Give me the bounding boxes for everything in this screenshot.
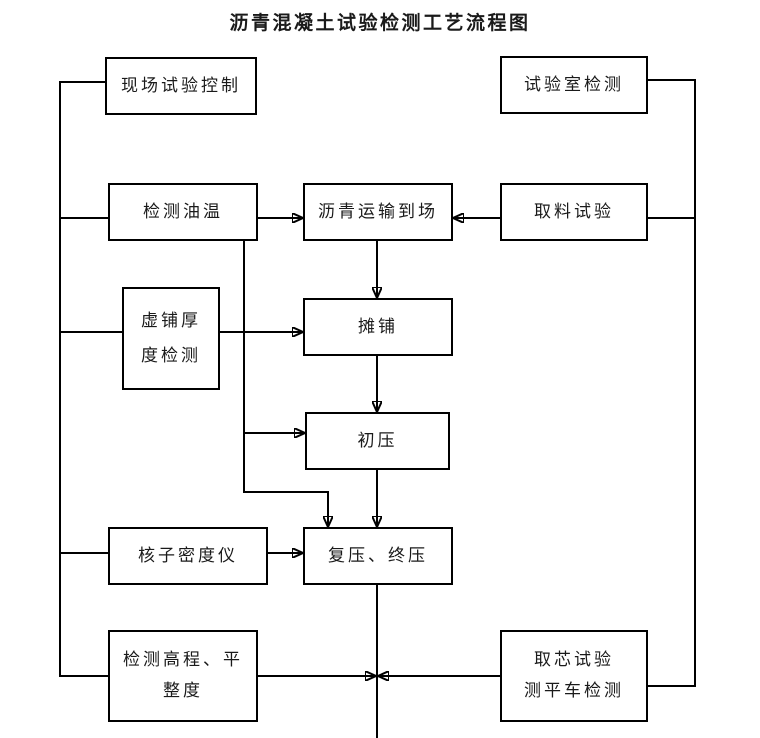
node-site-test-control: 现场试验控制 xyxy=(105,57,257,115)
node-final-compaction-label: 复压、终压 xyxy=(328,545,428,566)
node-core-sampling-line1: 取芯试验 xyxy=(534,650,614,671)
node-elevation-flatness-check: 检测高程、平 整度 xyxy=(108,630,258,722)
node-nuclear-density-gauge-label: 核子密度仪 xyxy=(138,545,238,566)
right-rail xyxy=(648,79,696,687)
node-loose-thickness-line2: 度检测 xyxy=(141,345,201,366)
node-loose-thickness-check: 虚铺厚 度检测 xyxy=(122,287,220,390)
node-sampling-test-label: 取料试验 xyxy=(534,201,614,222)
left-rail xyxy=(59,81,108,677)
node-initial-compaction: 初压 xyxy=(305,412,450,470)
node-asphalt-arrival-label: 沥青运输到场 xyxy=(318,201,438,222)
node-loose-thickness-line1: 虚铺厚 xyxy=(141,311,201,332)
node-final-compaction: 复压、终压 xyxy=(303,527,453,585)
node-elevation-flatness-line1: 检测高程、平 xyxy=(123,650,243,671)
node-paving: 摊铺 xyxy=(303,298,453,356)
node-initial-compaction-label: 初压 xyxy=(357,430,398,451)
arrow-oil-temp-down-elbow-to-final xyxy=(243,241,328,527)
node-oil-temp-check-label: 检测油温 xyxy=(143,201,223,222)
node-core-sampling-test: 取芯试验 测平车检测 xyxy=(500,630,648,722)
node-elevation-flatness-line2: 整度 xyxy=(163,681,203,702)
node-paving-label: 摊铺 xyxy=(358,316,398,337)
node-asphalt-arrival: 沥青运输到场 xyxy=(303,183,453,241)
diagram-title: 沥青混凝土试验检测工艺流程图 xyxy=(229,12,531,34)
node-lab-testing: 试验室检测 xyxy=(500,56,648,114)
node-site-test-control-label: 现场试验控制 xyxy=(121,75,241,96)
node-core-sampling-line2: 测平车检测 xyxy=(524,681,624,702)
node-oil-temp-check: 检测油温 xyxy=(108,183,258,241)
node-nuclear-density-gauge: 核子密度仪 xyxy=(108,527,268,585)
node-lab-testing-label: 试验室检测 xyxy=(524,74,624,95)
node-sampling-test: 取料试验 xyxy=(500,183,648,241)
